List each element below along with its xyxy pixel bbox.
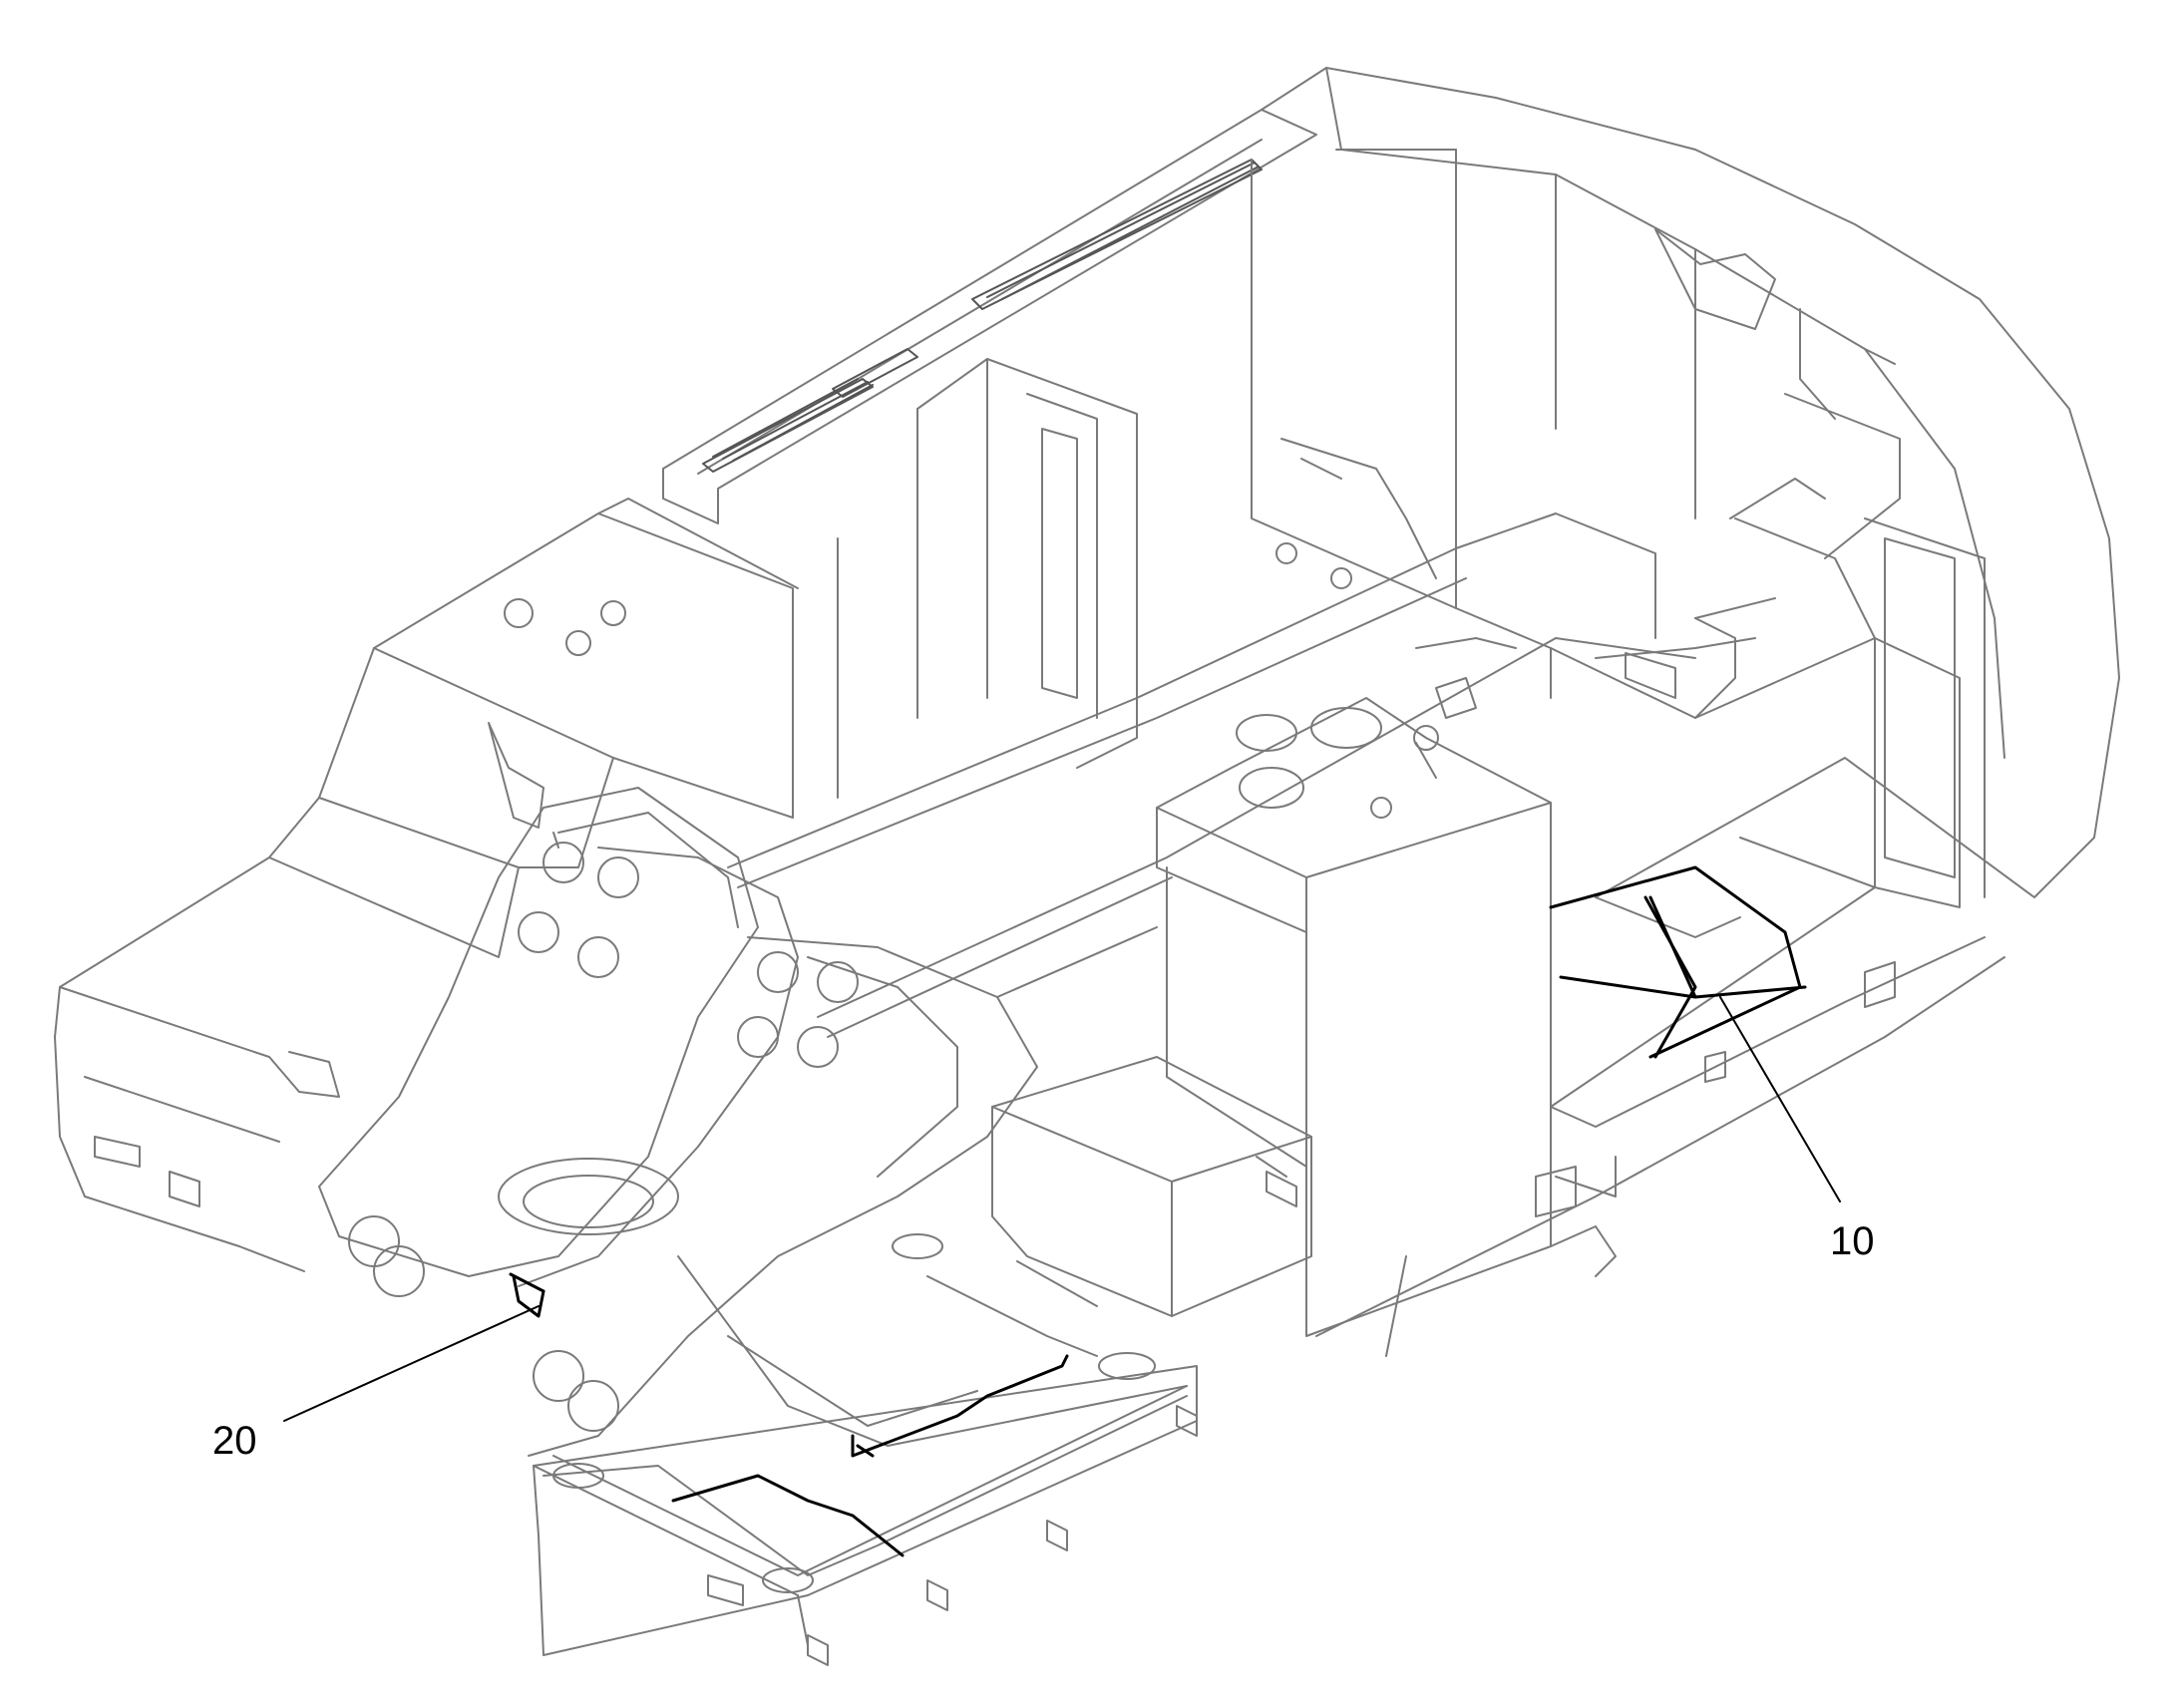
side-beams bbox=[727, 512, 1696, 1038]
swing-bearing-ring bbox=[498, 1158, 679, 1235]
right-tank bbox=[1156, 697, 1552, 1357]
right-frame-area bbox=[1415, 478, 1986, 1197]
part-20-highlight bbox=[509, 1272, 545, 1318]
vent-grille-2 bbox=[971, 159, 1263, 310]
leader-line-10 bbox=[1719, 996, 1841, 1202]
callout-20: 20 bbox=[212, 1419, 257, 1463]
battery-box bbox=[991, 1056, 1312, 1317]
part-10-highlight bbox=[1549, 865, 1807, 1059]
lower-right-rail bbox=[1315, 956, 2005, 1337]
vent-grille-1 bbox=[702, 378, 874, 473]
center-bulkhead bbox=[1251, 149, 1457, 609]
tray-liner-highlight bbox=[671, 1354, 1069, 1557]
leader-line-20 bbox=[283, 1305, 540, 1422]
vent-grille-3 bbox=[832, 348, 918, 398]
front-tray bbox=[533, 1233, 1198, 1666]
top-rails bbox=[662, 109, 1317, 524]
boom-plates-left bbox=[318, 787, 799, 1297]
mid-panels bbox=[837, 358, 1138, 799]
rear-housing bbox=[1261, 67, 2120, 898]
left-front-housing bbox=[54, 498, 799, 1272]
boom-plates-right bbox=[528, 936, 1038, 1457]
callout-10: 10 bbox=[1830, 1219, 1875, 1263]
